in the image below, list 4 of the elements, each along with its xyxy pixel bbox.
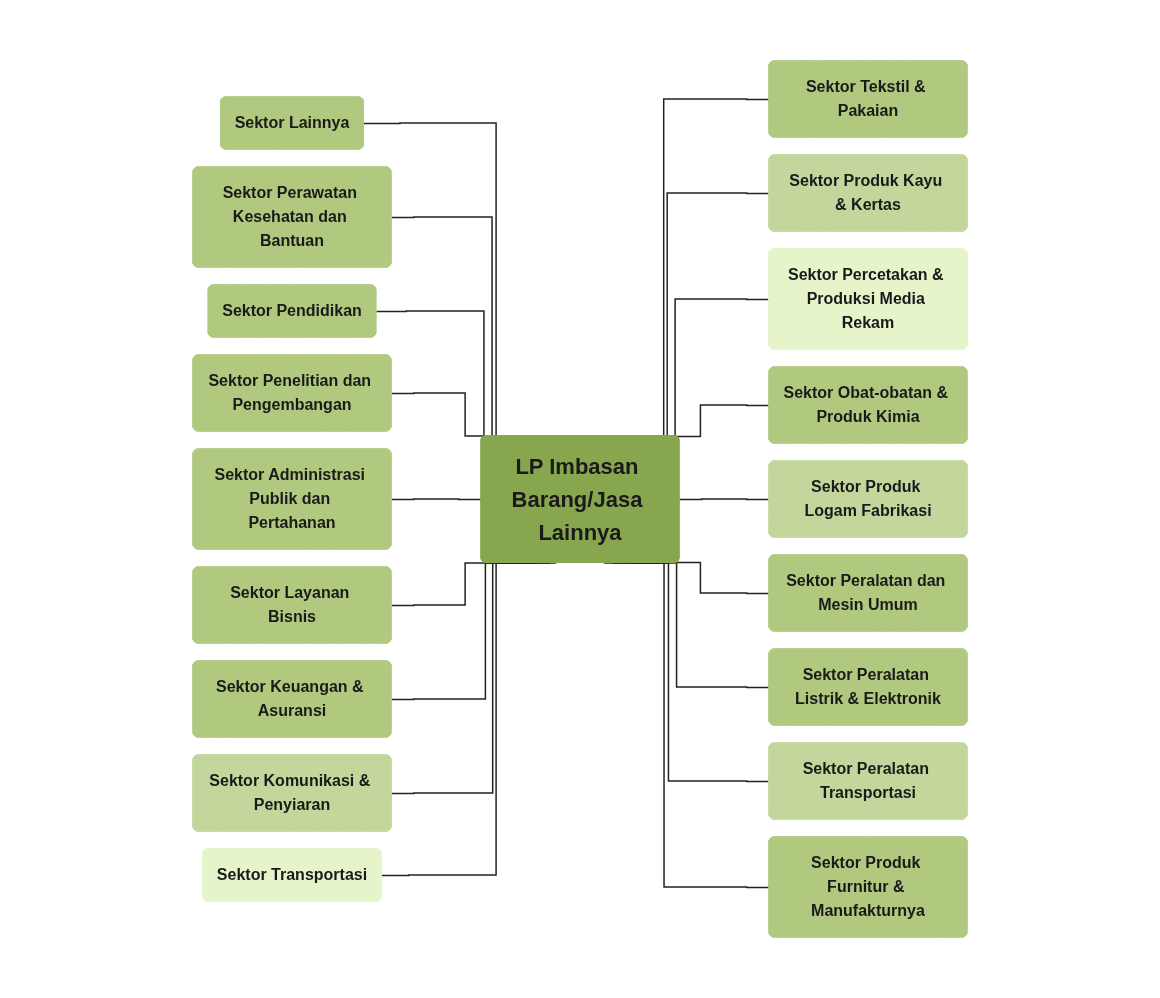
- connector: [676, 404, 771, 438]
- connector: [678, 498, 771, 501]
- connector: [390, 498, 483, 501]
- connector: [676, 561, 771, 595]
